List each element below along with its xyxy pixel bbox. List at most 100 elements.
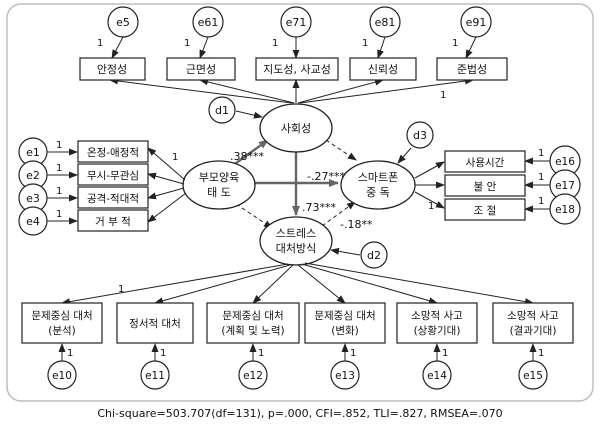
error-label: e5 [116, 16, 130, 29]
error-circle-e12 [238, 360, 268, 390]
error-label: e13 [335, 370, 355, 382]
error-circle-e81 [369, 6, 401, 38]
loading-label: 1 [442, 348, 448, 359]
parenting-indicators: e1 e2 e3 e4 1 1 1 1 1 온정-애정적 무시-무관심 공격-적… [18, 137, 187, 236]
indicator-box-wishful-situation [396, 302, 478, 344]
error-label: e1 [26, 146, 40, 159]
latent-label: 대처방식 [276, 242, 316, 255]
error-circle-e11 [140, 360, 170, 390]
smartphone-indicators: 사용시간 불 안 조 절 e16 e17 e18 1 1 1 1 [414, 145, 581, 225]
loading-label: 1 [428, 201, 434, 212]
indicator-box-control [444, 198, 526, 221]
loading-label: 1 [160, 348, 166, 359]
error-label: e14 [427, 370, 447, 382]
latent-sociality [259, 103, 333, 153]
indicator-label: 지도성, 사교성 [263, 63, 331, 76]
path-coef-sociality-stress: .73*** [302, 201, 336, 214]
latent-label: 태 도 [207, 186, 231, 199]
disturbance-label: d3 [413, 129, 427, 142]
indicator-box-rejection [77, 209, 149, 232]
loading-label: 1 [440, 90, 446, 101]
latent-label: 스트레스 [276, 227, 316, 240]
loading-label: 1 [452, 38, 458, 49]
indicator-label: 문제중심 대처 [31, 310, 92, 322]
coping-indicators: 1 문제중심 대처 (분석) 정서적 대처 문제중심 대처 (계획 및 노력) … [21, 262, 574, 390]
sociality-indicators: e5 e61 e71 e81 e91 1 1 1 1 1 안정성 근면성 지도성… [79, 6, 508, 104]
indicator-box-diligence [166, 57, 236, 81]
latent-label: 사회성 [281, 122, 311, 135]
loading-label: 1 [67, 348, 73, 359]
disturbance-circle-d1 [208, 96, 236, 124]
indicator-box-emotional [116, 302, 194, 344]
path-coef-stress-smartphone: -.18** [340, 218, 373, 231]
loading-label: 1 [56, 140, 62, 151]
latent-label: 스마트폰 [358, 171, 398, 184]
indicator-label: 온정-애정적 [87, 147, 139, 159]
disturbances: d1 d2 d3 [208, 96, 434, 269]
loading-label: 1 [56, 209, 62, 220]
indicator-label: 정서적 대처 [129, 318, 181, 330]
error-label: e2 [26, 169, 40, 182]
loading-label: 1 [362, 38, 368, 49]
error-label: e17 [555, 180, 575, 192]
indicator-box-problem-change [304, 302, 386, 344]
indicator-label: 무시-무관심 [87, 170, 139, 182]
indicator-box-lawfulness [436, 57, 508, 81]
error-circle-e5 [107, 6, 139, 38]
structural-paths: .38*** -.27*** .73*** -.18** [230, 139, 373, 231]
indicator-label: (분석) [48, 325, 76, 337]
indicator-label: (상황기대) [414, 325, 461, 337]
loading-label: 1 [184, 38, 190, 49]
indicator-label: 사용시간 [466, 157, 505, 169]
indicator-label: 근면성 [186, 63, 216, 76]
error-label: e18 [555, 204, 575, 216]
error-label: e3 [26, 192, 40, 205]
latent-smartphone-addiction [340, 160, 416, 210]
model-fit-statistics: Chi-square=503.707(df=131), p=.000, CFI=… [97, 407, 502, 420]
indicator-box-problem-planning [206, 302, 300, 344]
disturbance-label: d2 [367, 249, 381, 262]
indicator-box-anxiety [444, 174, 526, 197]
indicator-label: 소망적 사고 [507, 310, 559, 322]
error-circle-e4 [18, 206, 48, 236]
indicator-label: 문제중심 대처 [222, 310, 283, 322]
loading-label: 1 [118, 284, 124, 295]
loading-label: 1 [56, 186, 62, 197]
indicator-label: 문제중심 대처 [314, 310, 375, 322]
loading-label: 1 [172, 152, 178, 163]
loading-label: 1 [56, 163, 62, 174]
indicator-label: (결과기대) [510, 325, 557, 337]
error-label: e61 [198, 16, 219, 29]
loading-label: 1 [538, 196, 544, 207]
loading-label: 1 [538, 172, 544, 183]
indicator-label: 불 안 [474, 181, 497, 193]
indicator-label: 안정성 [97, 63, 127, 76]
indicator-box-trust [349, 57, 417, 81]
loading-label: 1 [258, 348, 264, 359]
error-circle-e61 [192, 6, 224, 38]
latent-parenting-attitude [182, 160, 256, 210]
latent-label: 부모양육 [199, 171, 239, 184]
loading-label: 1 [272, 38, 278, 49]
error-label: e91 [466, 16, 487, 29]
error-label: e11 [145, 370, 165, 382]
indicator-box-warmth [77, 140, 149, 163]
indicator-box-problem-analysis [21, 302, 103, 344]
error-label: e81 [375, 16, 396, 29]
indicator-box-leadership [255, 57, 339, 81]
error-label: e10 [52, 370, 72, 382]
latent-variables: 사회성 부모양육 태 도 스마트폰 중 독 스트레스 대처방식 [182, 103, 416, 266]
error-circle-e14 [422, 360, 452, 390]
indicator-box-hostility [77, 186, 149, 209]
error-label: e16 [555, 156, 575, 168]
diagram-frame [6, 3, 594, 402]
latent-stress-coping [259, 216, 333, 266]
error-circle-e13 [330, 360, 360, 390]
indicator-label: 조 절 [474, 204, 497, 217]
error-circle-e71 [280, 6, 312, 38]
path-coef-parenting-sociality: .38*** [230, 150, 264, 163]
loading-label: 1 [350, 348, 356, 359]
indicator-label: 소망적 사고 [411, 310, 463, 322]
disturbance-label: d1 [215, 104, 229, 117]
disturbance-circle-d2 [360, 241, 388, 269]
